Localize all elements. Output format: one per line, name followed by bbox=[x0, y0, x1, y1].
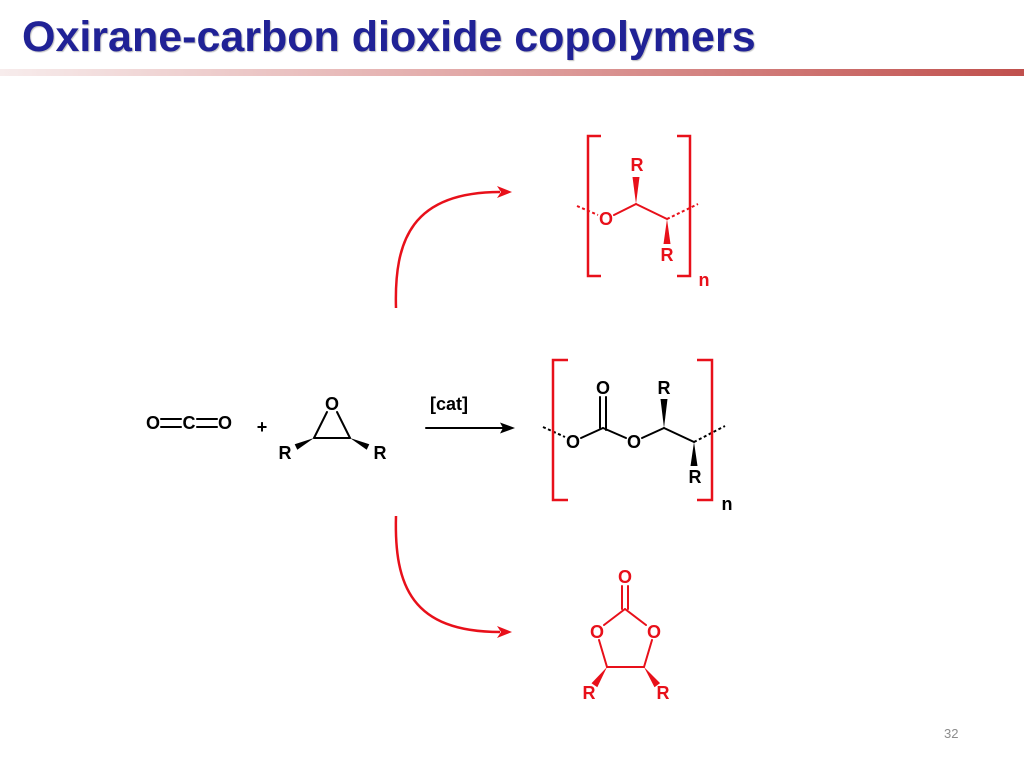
page-title: Oxirane-carbon dioxide copolymers bbox=[22, 13, 756, 61]
wedge-bond bbox=[644, 667, 661, 688]
cyclic-oxygen-left: O bbox=[590, 622, 604, 642]
polyether-oxygen: O bbox=[599, 209, 613, 229]
bond bbox=[313, 411, 328, 439]
polyether: O R R n bbox=[576, 134, 710, 290]
co2-oxygen-left: O bbox=[146, 413, 160, 433]
curved-arrow-up bbox=[394, 186, 512, 309]
polycarbonate-r-top: R bbox=[658, 378, 671, 398]
polyether-r-top: R bbox=[631, 155, 644, 175]
wedge-bond bbox=[591, 667, 607, 688]
wedge-bond bbox=[690, 442, 698, 466]
polycarbonate-carbonyl-oxygen: O bbox=[596, 378, 610, 398]
polycarbonate-repeat-n: n bbox=[722, 494, 733, 514]
arrow-head bbox=[497, 626, 512, 638]
cyclic-oxygen-right: O bbox=[647, 622, 661, 642]
bracket-left bbox=[586, 134, 601, 278]
cyclic-r-left: R bbox=[583, 683, 596, 703]
bond bbox=[602, 427, 627, 439]
bond bbox=[635, 203, 668, 220]
polycarbonate: O O O R R n bbox=[542, 378, 733, 514]
wedge-bond bbox=[660, 399, 668, 428]
arrow-head bbox=[497, 186, 512, 198]
bond bbox=[336, 411, 351, 439]
bond bbox=[624, 608, 647, 626]
bracket-right bbox=[697, 358, 714, 502]
polyether-repeat-n: n bbox=[699, 270, 710, 290]
bond bbox=[641, 427, 665, 439]
co2-oxygen-right: O bbox=[218, 413, 232, 433]
plus-sign-group: + bbox=[257, 417, 268, 437]
wedge-bond bbox=[632, 177, 640, 204]
curved-arrow-shaft bbox=[394, 190, 501, 309]
epoxide-r-right: R bbox=[374, 443, 387, 463]
reaction-arrow: [cat] bbox=[425, 394, 515, 434]
catalyst-label: [cat] bbox=[430, 394, 468, 414]
dashed-bond bbox=[576, 205, 599, 216]
cyclic-carbonate: O O O R R bbox=[583, 567, 670, 703]
polycarbonate-oxygen-right: O bbox=[627, 432, 641, 452]
dashed-bond bbox=[693, 425, 726, 443]
polyether-r-bottom: R bbox=[661, 245, 674, 265]
wedge-bond bbox=[350, 438, 370, 450]
title-underline bbox=[0, 69, 1024, 76]
curved-arrow-shaft bbox=[394, 515, 501, 634]
curved-arrow-down bbox=[394, 515, 512, 638]
bond bbox=[598, 639, 608, 668]
page-number: 32 bbox=[944, 726, 959, 741]
bond bbox=[643, 639, 653, 668]
bond bbox=[603, 608, 626, 626]
epoxide: O R R bbox=[279, 394, 387, 463]
dashed-bond bbox=[666, 203, 699, 220]
polycarbonate-oxygen-left: O bbox=[566, 432, 580, 452]
epoxide-r-left: R bbox=[279, 443, 292, 463]
arrow-head bbox=[500, 422, 515, 434]
bracket-left bbox=[551, 358, 568, 502]
wedge-bond bbox=[294, 438, 314, 450]
polycarbonate-r-bottom: R bbox=[689, 467, 702, 487]
bond bbox=[663, 427, 695, 443]
bracket-right bbox=[677, 134, 692, 278]
bond bbox=[613, 203, 637, 216]
carbon-dioxide: O C O bbox=[146, 413, 232, 433]
wedge-bond bbox=[663, 219, 671, 244]
cyclic-carbonyl-oxygen: O bbox=[618, 567, 632, 587]
polycarbonate-brackets bbox=[551, 358, 714, 502]
bond bbox=[580, 427, 604, 439]
co2-carbon: C bbox=[183, 413, 196, 433]
cyclic-r-right: R bbox=[657, 683, 670, 703]
plus-sign: + bbox=[257, 417, 268, 437]
epoxide-oxygen: O bbox=[325, 394, 339, 414]
